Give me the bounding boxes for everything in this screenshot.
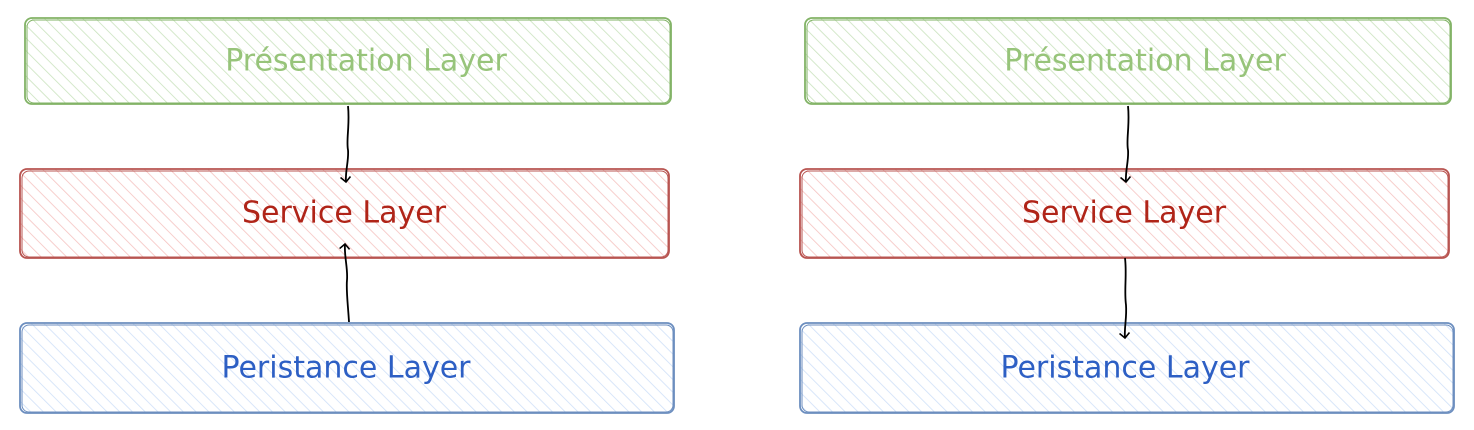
persistence-layer-label: Peristance Layer — [221, 351, 471, 386]
diagram-left: Présentation Layer Service Layer Perista… — [19, 17, 675, 414]
presentation-layer-label: Présentation Layer — [1004, 44, 1286, 79]
presentation-layer-box: Présentation Layer — [24, 17, 672, 105]
presentation-layer-box: Présentation Layer — [804, 17, 1452, 105]
arrow-presentation-to-service — [340, 105, 352, 184]
service-layer-label: Service Layer — [1022, 196, 1227, 231]
presentation-layer-label: Présentation Layer — [225, 44, 507, 79]
service-layer-label: Service Layer — [242, 196, 447, 231]
persistence-layer-box: Peristance Layer — [19, 322, 675, 414]
service-layer-box: Service Layer — [799, 168, 1450, 259]
diagram-right: Présentation Layer Service Layer Perista… — [799, 17, 1455, 414]
arrow-service-to-persistence — [1119, 257, 1131, 340]
persistence-layer-label: Peristance Layer — [1000, 351, 1250, 386]
persistence-layer-box: Peristance Layer — [799, 322, 1455, 414]
arrow-presentation-to-service — [1120, 105, 1132, 184]
service-layer-box: Service Layer — [19, 168, 670, 259]
arrow-persistence-to-service — [339, 242, 351, 323]
